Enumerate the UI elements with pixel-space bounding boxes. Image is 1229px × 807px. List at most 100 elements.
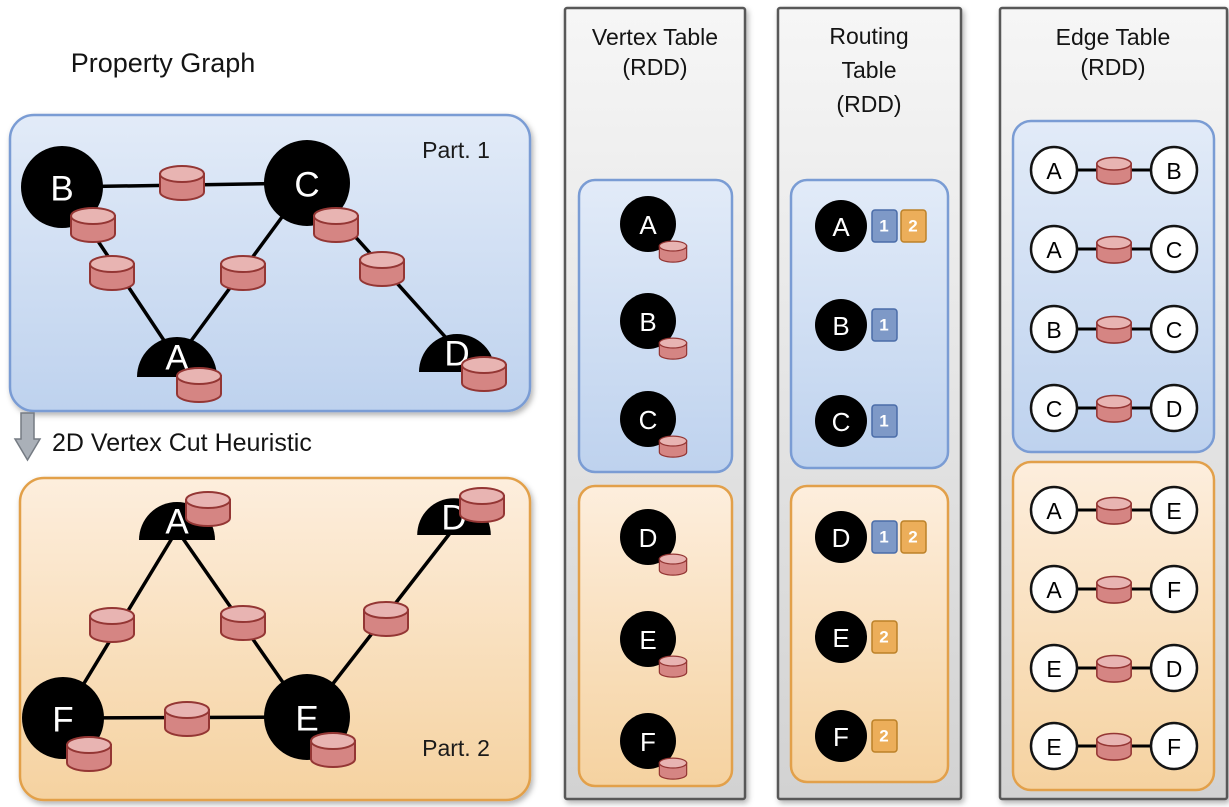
slot-number: 2	[908, 528, 917, 547]
database-icon	[66, 736, 112, 772]
vertex-label: A	[639, 210, 657, 240]
partition-2: Part. 2 A D F E	[18, 476, 532, 802]
slot-number: 1	[879, 316, 888, 335]
vertex-table-subtitle: (RDD)	[622, 54, 687, 80]
edge-table-column: Edge Table (RDD) A B A C B C C D	[998, 6, 1229, 801]
database-icon	[363, 601, 409, 637]
routing-slot	[871, 620, 898, 654]
edge-endpoint	[1149, 383, 1199, 433]
property-graph-section: Property Graph Part. 1 B C A D	[8, 48, 532, 802]
vertex-node	[815, 710, 867, 762]
endpoint-label: D	[1166, 396, 1183, 422]
database-icon	[658, 240, 688, 263]
endpoint-label: A	[1046, 237, 1062, 263]
vertex-label: B	[50, 170, 73, 209]
vertex-node	[815, 299, 867, 351]
database-icon	[164, 701, 210, 737]
database-icon	[359, 251, 405, 287]
database-icon	[310, 732, 356, 768]
vertex-label: E	[832, 623, 849, 653]
endpoint-label: A	[1046, 158, 1062, 184]
edge-endpoint	[1149, 564, 1199, 614]
edge-endpoint	[1029, 643, 1079, 693]
endpoint-label: C	[1166, 237, 1183, 263]
database-icon	[159, 165, 205, 201]
edge-endpoint	[1029, 304, 1079, 354]
routing-slot	[871, 520, 898, 554]
edge-endpoint	[1029, 383, 1079, 433]
edge-endpoint	[1029, 485, 1079, 535]
slot-number: 1	[879, 412, 888, 431]
vertex-label: E	[639, 625, 656, 655]
database-icon	[185, 491, 231, 527]
vertex-table-column: Vertex Table (RDD) A B C D E F	[563, 6, 747, 801]
edge-table-title: Edge Table	[1056, 24, 1171, 50]
vertex-node	[21, 146, 103, 228]
edge-endpoint	[1149, 145, 1199, 195]
edge-table-subtitle: (RDD)	[1080, 54, 1145, 80]
endpoint-label: E	[1166, 498, 1181, 524]
edge-endpoint	[1029, 145, 1079, 195]
endpoint-label: E	[1046, 734, 1061, 760]
database-icon	[1096, 235, 1132, 264]
database-icon	[1096, 575, 1132, 604]
endpoint-label: F	[1167, 577, 1181, 603]
database-icon	[1096, 654, 1132, 683]
routing-table-part1-box	[789, 178, 950, 470]
routing-slot	[871, 719, 898, 753]
vertex-node	[620, 293, 676, 349]
vertex-label: B	[832, 311, 849, 341]
database-icon	[1096, 496, 1132, 525]
endpoint-label: B	[1046, 317, 1061, 343]
database-icon	[1096, 394, 1132, 423]
partition-1: Part. 1 B C A D	[8, 113, 532, 413]
edge-table-part1-box	[1011, 119, 1216, 454]
endpoint-label: C	[1166, 317, 1183, 343]
endpoint-label: A	[1046, 577, 1062, 603]
slot-number: 1	[879, 528, 888, 547]
routing-slot	[871, 404, 898, 438]
partition-2-box	[18, 476, 532, 802]
vertex-node	[620, 196, 676, 252]
vertex-node	[264, 140, 350, 226]
database-icon	[1096, 156, 1132, 185]
property-graph-title: Property Graph	[71, 48, 256, 78]
database-icon	[1096, 315, 1132, 344]
edge-endpoint	[1149, 485, 1199, 535]
vertex-label: D	[832, 523, 851, 553]
database-icon	[1096, 732, 1132, 761]
cut-heuristic: 2D Vertex Cut Heuristic	[13, 412, 312, 462]
edge-table-part2-box	[1011, 460, 1216, 792]
vertex-node	[815, 200, 867, 252]
vertex-node	[620, 391, 676, 447]
vertex-label: C	[832, 407, 851, 437]
endpoint-label: D	[1166, 656, 1183, 682]
endpoint-label: A	[1046, 498, 1062, 524]
endpoint-label: C	[1046, 396, 1063, 422]
slot-number: 2	[908, 217, 917, 236]
partition-1-label: Part. 1	[422, 137, 490, 163]
routing-table-title: Routing	[829, 23, 908, 49]
edge-endpoint	[1029, 564, 1079, 614]
routing-table-column: Routing Table (RDD) A 1 2 B 1 C 1 D 1 2 …	[776, 6, 963, 801]
database-icon	[176, 367, 222, 403]
vertex-label: F	[833, 722, 849, 752]
vertex-label: C	[639, 405, 658, 435]
edge-endpoint	[1029, 721, 1079, 771]
database-icon	[220, 255, 266, 291]
vertex-node	[815, 395, 867, 447]
routing-table-title: Table	[842, 57, 897, 83]
partition-2-label: Part. 2	[422, 735, 490, 761]
vertex-label: C	[294, 166, 319, 205]
edge-endpoint	[1149, 304, 1199, 354]
routing-table-subtitle: (RDD)	[836, 91, 901, 117]
database-icon	[89, 607, 135, 643]
endpoint-label: B	[1166, 158, 1181, 184]
edge-endpoint	[1029, 224, 1079, 274]
database-icon	[89, 255, 135, 291]
routing-slot	[871, 209, 898, 243]
vertex-label: D	[639, 523, 658, 553]
vertex-label: A	[832, 212, 850, 242]
endpoint-label: E	[1046, 656, 1061, 682]
